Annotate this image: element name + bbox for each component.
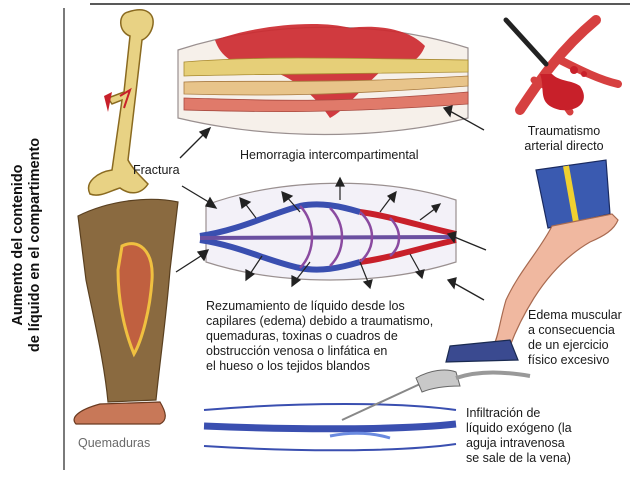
label-infiltracion-line: Infiltración de <box>466 406 541 420</box>
label-infiltracion-line: se sale de la vena) <box>466 451 571 465</box>
label-traumatismo-line2: arterial directo <box>524 139 604 153</box>
label-hemorragia: Hemorragia intercompartimental <box>240 148 419 162</box>
running-leg-illustration <box>445 159 619 363</box>
iv-infiltration-illustration <box>203 369 531 452</box>
label-edema: Edema muscular a consecuencia de un ejer… <box>528 308 636 368</box>
label-rezumamiento-line: capilares (edema) debido a traumatismo, <box>206 314 434 328</box>
pointer-arrows <box>175 105 487 301</box>
label-rezumamiento-line: obstrucción venosa o linfática en <box>206 344 388 358</box>
vertical-title: Aumento del contenido de líquido en el c… <box>2 20 52 470</box>
label-traumatismo: Traumatismo arterial directo <box>508 124 620 154</box>
label-infiltracion: Infiltración de líquido exógeno (la aguj… <box>466 406 606 466</box>
arterial-trauma-illustration <box>503 15 622 116</box>
label-rezumamiento-line: Rezumamiento de líquido desde los <box>206 299 405 313</box>
label-fractura: Fractura <box>133 163 180 177</box>
label-edema-line: de un ejercicio <box>528 338 609 352</box>
label-quemaduras: Quemaduras <box>78 436 151 450</box>
label-edema-line: Edema muscular <box>528 308 622 322</box>
label-edema-line: a consecuencia <box>528 323 615 337</box>
hemorrhage-compartment-illustration <box>177 24 469 136</box>
label-rezumamiento-line: el hueso o los tejidos blandos <box>206 359 371 373</box>
label-edema-line: físico excesivo <box>528 353 610 367</box>
label-rezumamiento: Rezumamiento de líquido desde los capila… <box>206 299 456 374</box>
femur-bone-illustration <box>87 8 154 196</box>
vertical-title-line1: Aumento del contenido <box>10 164 26 326</box>
label-traumatismo-line1: Traumatismo <box>527 124 601 138</box>
capillary-edema-illustration <box>199 176 457 290</box>
label-rezumamiento-line: quemaduras, toxinas o cuadros de <box>206 329 398 343</box>
label-infiltracion-line: líquido exógeno (la <box>466 421 572 435</box>
burned-leg-illustration <box>73 198 179 425</box>
vertical-title-line2: de líquido en el compartimento <box>27 137 43 353</box>
label-infiltracion-line: aguja intravenosa <box>466 436 565 450</box>
